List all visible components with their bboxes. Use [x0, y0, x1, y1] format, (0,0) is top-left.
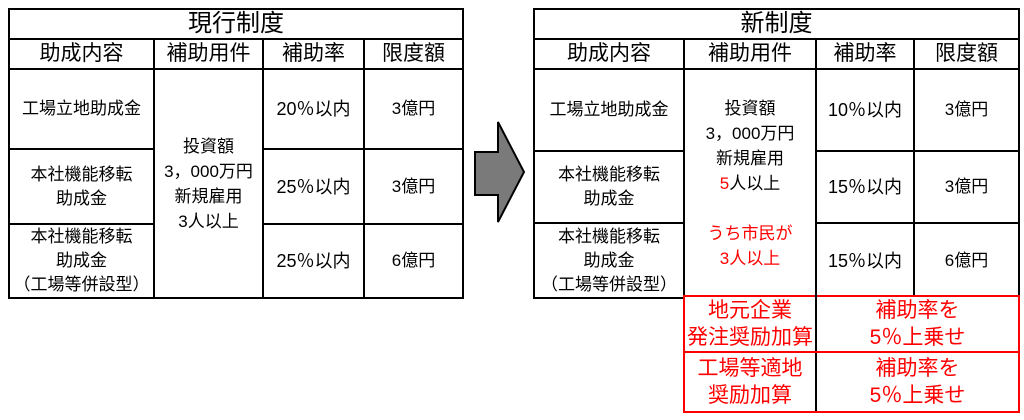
rate-cell: 15％以内 — [815, 150, 915, 224]
bonus-value-cell: 補助率を 5％上乗せ — [815, 295, 1020, 353]
limit-cell: 3億円 — [363, 148, 464, 225]
col-header-content: 助成内容 — [8, 38, 155, 70]
col-header-requirement: 補助用件 — [683, 38, 817, 70]
bonus-row: 地元企業 発注奨励加算 補助率を 5％上乗せ — [683, 295, 1020, 353]
transition-arrow-icon — [474, 121, 526, 223]
new-system-table: 新制度 助成内容 補助用件 補助率 限度額 工場立地助成金 投資額 3，000万… — [533, 8, 1020, 299]
current-system-title: 現行制度 — [8, 8, 464, 40]
col-header-limit: 限度額 — [913, 38, 1020, 70]
limit-cell: 3億円 — [913, 150, 1020, 224]
subsidy-name-cell: 本社機能移転 助成金 （工場等併設型） — [533, 222, 685, 299]
col-header-limit: 限度額 — [363, 38, 464, 70]
subsidy-name-cell: 本社機能移転 助成金 — [8, 148, 155, 225]
bonus-label-cell: 地元企業 発注奨励加算 — [683, 295, 817, 353]
rate-cell: 15％以内 — [815, 222, 915, 299]
limit-cell: 3億円 — [363, 68, 464, 150]
col-header-rate: 補助率 — [262, 38, 365, 70]
table-header-row: 助成内容 補助用件 補助率 限度額 — [8, 38, 464, 70]
bonus-label-cell: 工場等適地 奨励加算 — [683, 351, 817, 413]
col-header-content: 助成内容 — [533, 38, 685, 70]
requirement-base-text: 投資額 3，000万円 新規雇用 — [705, 99, 795, 168]
new-system-title: 新制度 — [533, 8, 1020, 40]
requirement-base-suffix: 人以上 — [729, 174, 781, 193]
table-row: 工場立地助成金 投資額 3，000万円 新規雇用 5人以上 うち市民が 3人以上… — [533, 68, 1020, 299]
table-row: 本社機能移転 助成金 （工場等併設型） 15％以内 6億円 — [533, 222, 1020, 299]
table-title-row: 新制度 — [533, 8, 1020, 40]
requirement-highlight-number: 5 — [719, 174, 730, 193]
bonus-value-cell: 補助率を 5％上乗せ — [815, 351, 1020, 413]
subsidy-name-cell: 本社機能移転 助成金 — [533, 150, 685, 224]
subsidy-name-cell: 工場立地助成金 — [8, 68, 155, 150]
table-row: 本社機能移転 助成金 25％以内 3億円 — [8, 148, 464, 225]
subsidy-name-cell: 工場立地助成金 — [533, 68, 685, 152]
table-row: 本社機能移転 助成金 15％以内 3億円 — [533, 150, 1020, 224]
table-row: 本社機能移転 助成金 （工場等併設型） 25％以内 6億円 — [8, 223, 464, 299]
table-row: 工場立地助成金 投資額 3，000万円 新規雇用 3人以上 20％以内 3億円 — [8, 68, 464, 299]
rate-cell: 25％以内 — [262, 148, 365, 225]
rate-cell: 20％以内 — [262, 68, 365, 150]
limit-cell: 6億円 — [363, 223, 464, 299]
bonus-addition-table: 地元企業 発注奨励加算 補助率を 5％上乗せ 工場等適地 奨励加算 補助率を 5… — [683, 295, 1020, 413]
limit-cell: 6億円 — [913, 222, 1020, 299]
current-system-table: 現行制度 助成内容 補助用件 補助率 限度額 工場立地助成金 投資額 3，000… — [8, 8, 464, 299]
rate-cell: 10％以内 — [815, 68, 915, 152]
col-header-rate: 補助率 — [815, 38, 915, 70]
requirement-cell: 投資額 3，000万円 新規雇用 5人以上 うち市民が 3人以上 — [683, 68, 817, 299]
requirement-cell: 投資額 3，000万円 新規雇用 3人以上 — [153, 68, 264, 299]
requirement-extra-condition: うち市民が 3人以上 — [707, 224, 793, 268]
col-header-requirement: 補助用件 — [153, 38, 264, 70]
limit-cell: 3億円 — [913, 68, 1020, 152]
table-title-row: 現行制度 — [8, 8, 464, 40]
rate-cell: 25％以内 — [262, 223, 365, 299]
table-header-row: 助成内容 補助用件 補助率 限度額 — [533, 38, 1020, 70]
subsidy-name-cell: 本社機能移転 助成金 （工場等併設型） — [8, 223, 155, 299]
bonus-row: 工場等適地 奨励加算 補助率を 5％上乗せ — [683, 351, 1020, 413]
